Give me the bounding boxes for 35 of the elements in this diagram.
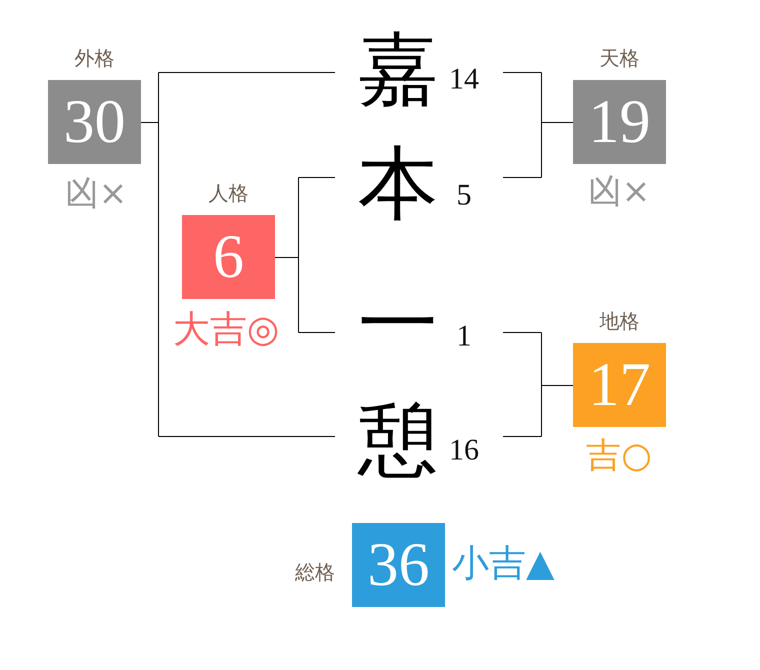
heading-label: 天格 — [600, 46, 640, 70]
stroke-count: 1 — [456, 320, 472, 352]
score-box: 19 — [573, 80, 666, 164]
fortune-label: 小吉▲ — [452, 544, 554, 584]
bracket-line — [274, 177, 299, 333]
bracket-line — [158, 436, 336, 437]
score-box: 30 — [48, 80, 141, 164]
bracket-line — [502, 177, 542, 178]
score-box: 17 — [573, 343, 666, 427]
score-box: 6 — [182, 215, 275, 299]
stroke-count: 14 — [449, 63, 479, 95]
heading-label: 人格 — [208, 181, 248, 205]
stroke-count: 5 — [456, 179, 472, 211]
name-character: 一 — [358, 285, 438, 365]
heading-label: 地格 — [600, 309, 640, 333]
name-character: 本 — [358, 145, 438, 225]
fortune-label: 凶× — [64, 175, 128, 213]
bracket-line — [502, 332, 542, 333]
fortune-label: 凶× — [588, 173, 650, 211]
bracket-line — [158, 72, 336, 73]
bracket-line — [298, 332, 336, 333]
bracket-line — [502, 436, 542, 437]
bracket-line — [298, 177, 336, 178]
fortune-label: 大吉◎ — [172, 310, 280, 350]
bracket-line — [541, 72, 574, 178]
heading-label: 総格 — [295, 560, 335, 584]
bracket-line — [140, 72, 159, 437]
heading-label: 外格 — [74, 46, 114, 70]
bracket-line — [541, 332, 574, 437]
score-box: 36 — [352, 523, 445, 607]
name-character: 憩 — [358, 401, 438, 481]
fortune-label: 吉○ — [586, 436, 652, 476]
stroke-count: 16 — [449, 434, 479, 466]
name-character: 嘉 — [358, 31, 438, 111]
bracket-line — [502, 72, 542, 73]
